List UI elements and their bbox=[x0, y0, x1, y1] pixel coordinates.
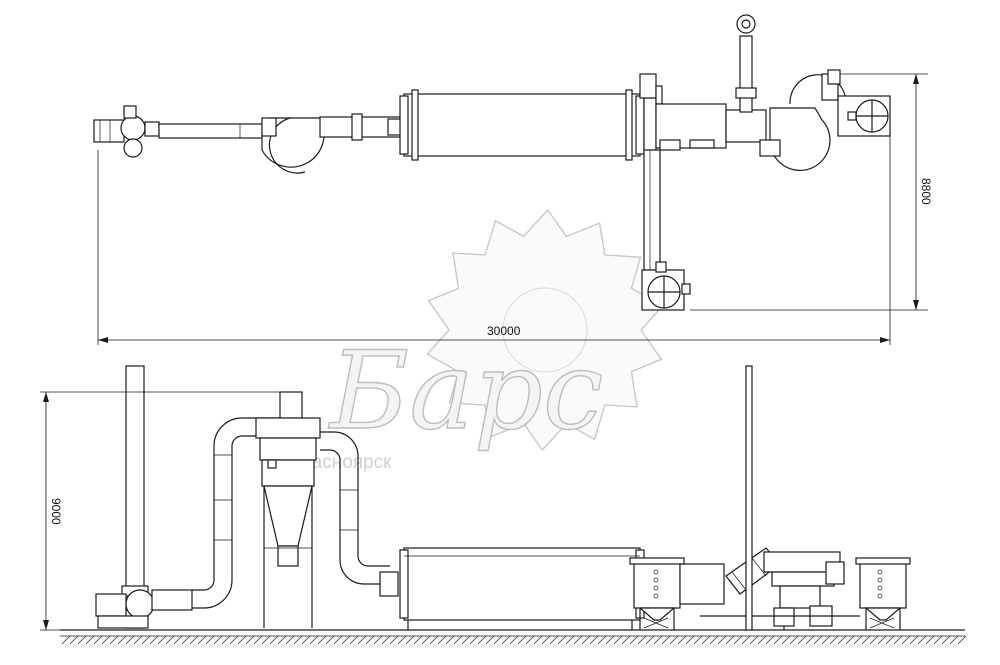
watermark: Барс Красноярск bbox=[290, 208, 664, 473]
plan-duct-2 bbox=[319, 113, 405, 141]
elevation-duct-2 bbox=[320, 431, 399, 597]
exhaust-stack-right bbox=[745, 365, 753, 631]
plan-width-label: 30000 bbox=[487, 324, 521, 338]
plan-fan-motor bbox=[93, 105, 160, 158]
ground-line bbox=[60, 629, 967, 645]
elevation-drying-drum bbox=[399, 547, 645, 630]
elevation-height-label: 9000 bbox=[49, 498, 63, 525]
watermark-brand: Барс bbox=[328, 329, 603, 454]
plan-duct-1 bbox=[158, 123, 270, 139]
plan-depth-dimension: 8800 bbox=[690, 73, 933, 311]
plan-drying-drum bbox=[399, 89, 645, 161]
exhaust-stack-left bbox=[95, 365, 193, 629]
elevation-duct-curve bbox=[192, 417, 282, 609]
plan-cyclone bbox=[261, 117, 325, 174]
elevation-hopper-1 bbox=[629, 557, 725, 630]
elevation-height-dimension: 9000 bbox=[40, 391, 280, 631]
elevation-hopper-2 bbox=[855, 557, 911, 630]
elevation-furnace bbox=[700, 547, 860, 630]
plan-width-dimension: 30000 bbox=[97, 136, 891, 345]
elevation-view: 9000 bbox=[40, 365, 967, 645]
plan-furnace-assembly bbox=[639, 14, 891, 271]
plan-view: 30000 8800 bbox=[93, 14, 933, 345]
saw-blade-icon bbox=[426, 208, 664, 452]
plan-feed-station bbox=[641, 261, 691, 311]
plan-depth-label: 8800 bbox=[919, 178, 933, 205]
elevation-cyclone bbox=[255, 391, 321, 628]
